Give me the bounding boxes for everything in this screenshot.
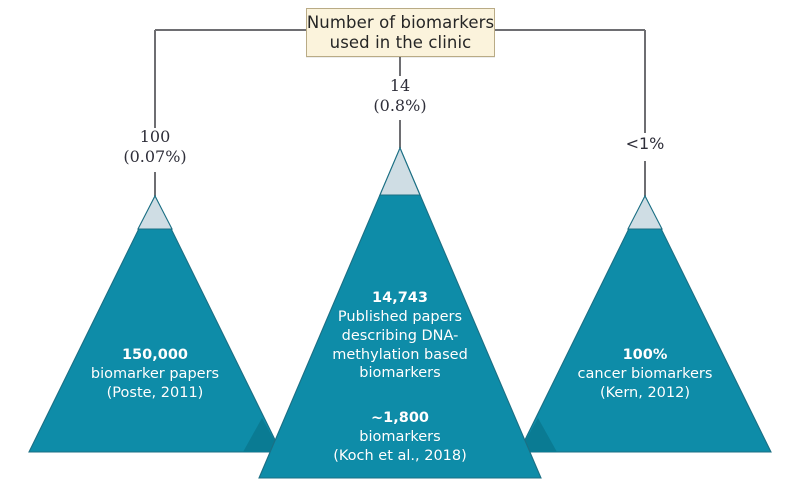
- triangle-center-upper-line-4: methylation based: [332, 346, 468, 363]
- triangle-center-lower-line-2: biomarkers: [359, 428, 441, 445]
- triangle-left-line-3: (Poste, 2011): [106, 384, 204, 401]
- triangle-center-shadow: [243, 418, 557, 452]
- triangle-left-body: [28, 194, 282, 453]
- triangle-left-text: 150,000 biomarker papers (Poste, 2011): [55, 346, 255, 403]
- triangle-right-body: [518, 194, 772, 453]
- triangle-right-text: 100% cancer biomarkers (Kern, 2012): [545, 346, 745, 403]
- connector-label-left-line-2: (0.07%): [123, 146, 187, 166]
- triangle-center-body: [258, 146, 542, 479]
- triangle-left: [28, 194, 282, 453]
- title-box: Number of biomarkers used in the clinic: [306, 8, 495, 57]
- triangle-right-line-1: 100%: [622, 347, 668, 363]
- triangle-left-line-2: biomarker papers: [90, 365, 220, 382]
- triangle-right-line-2: cancer biomarkers: [577, 365, 713, 382]
- triangle-center-upper-line-2: Published papers: [337, 308, 463, 325]
- triangle-center-text-upper: 14,743 Published papers describing DNA- …: [300, 289, 500, 383]
- connector-label-left-line-1: 100: [139, 127, 171, 146]
- triangle-center-upper-line-1: 14,743: [372, 290, 428, 306]
- title-box-line-1: Number of biomarkers: [306, 13, 495, 33]
- connector-label-center-line-1: 14: [389, 76, 411, 95]
- triangle-center-text-lower: ~1,800 biomarkers (Koch et al., 2018): [300, 409, 500, 466]
- connector-label-right: <1%: [595, 134, 695, 154]
- triangle-right-cap: [627, 194, 663, 230]
- connector-label-left: 100 (0.07%): [105, 127, 205, 166]
- triangle-center-lower-line-1: ~1,800: [370, 410, 429, 426]
- triangle-center-upper-line-3: describing DNA-: [341, 327, 459, 344]
- connector-label-center: 14 (0.8%): [350, 76, 450, 115]
- triangle-left-line-1: 150,000: [121, 347, 189, 363]
- triangle-center-cap: [379, 146, 421, 196]
- triangle-right: [518, 194, 772, 453]
- triangle-left-cap: [137, 194, 173, 230]
- title-box-line-2: used in the clinic: [329, 32, 472, 52]
- connector-label-right-line-1: <1%: [625, 134, 665, 153]
- connector-label-center-line-2: (0.8%): [373, 95, 427, 115]
- triangle-center-lower-line-3: (Koch et al., 2018): [333, 447, 467, 464]
- triangle-center: [258, 146, 542, 479]
- triangle-right-line-3: (Kern, 2012): [599, 384, 691, 401]
- triangle-center-upper-line-5: biomarkers: [359, 365, 441, 382]
